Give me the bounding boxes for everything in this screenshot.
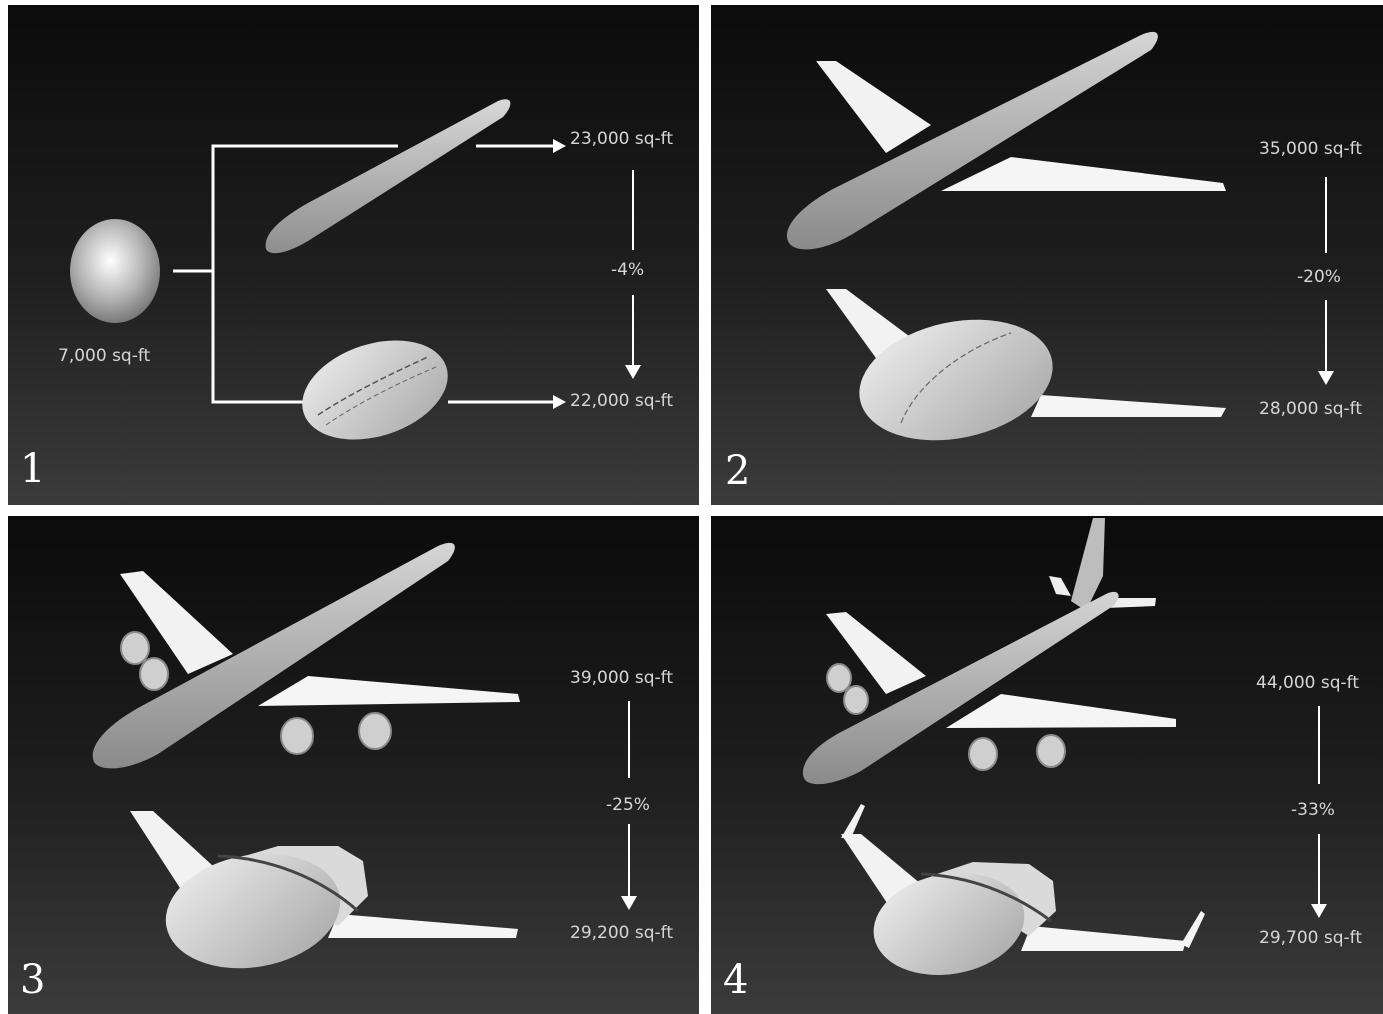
- bottom-area-label: 22,000 sq-ft: [570, 391, 673, 411]
- panel-1: 7,000 sq-ft 23,000 sq-ft -4% 22,000 sq-f…: [8, 5, 699, 505]
- top-area-label: 23,000 sq-ft: [570, 129, 673, 149]
- tube-fuselage-shape: [266, 99, 511, 253]
- bottom-area-label: 29,700 sq-ft: [1259, 928, 1362, 948]
- bottom-right-wing-shape: [328, 914, 518, 938]
- sphere-shape: [70, 219, 160, 323]
- change-percent-label: -25%: [606, 795, 650, 815]
- top-right-wing-shape: [941, 157, 1226, 191]
- top-left-wing-shape: [816, 61, 931, 153]
- change-percent-label: -4%: [611, 260, 644, 280]
- top-area-label: 39,000 sq-ft: [570, 668, 673, 688]
- panel-number: 1: [20, 449, 45, 489]
- source-area-label: 7,000 sq-ft: [58, 346, 150, 366]
- bottom-right-wing-shape: [1031, 395, 1226, 417]
- arrow-to-top-area: [553, 139, 566, 153]
- change-percent-label: -20%: [1297, 267, 1341, 287]
- top-area-label: 35,000 sq-ft: [1259, 139, 1362, 159]
- engines-left: [121, 632, 168, 690]
- panel-2: 35,000 sq-ft -20% 28,000 sq-ft 2: [711, 5, 1383, 505]
- winglet-left-shape: [841, 804, 865, 838]
- decrease-arrow: [621, 896, 637, 910]
- top-area-label: 44,000 sq-ft: [1256, 673, 1359, 693]
- top-fuselage-shape: [787, 32, 1158, 250]
- oval-fuselage-shape: [289, 323, 460, 457]
- panel-number: 3: [20, 960, 45, 1000]
- decrease-arrow: [1318, 371, 1334, 385]
- engines-right: [969, 735, 1065, 770]
- panel-1-illustration: [8, 5, 699, 505]
- top-right-wing-shape: [258, 676, 520, 706]
- winglet-right-shape: [1181, 911, 1205, 948]
- engines-right: [281, 713, 391, 754]
- panel-number: 2: [725, 451, 750, 491]
- bottom-right-wing-shape: [1021, 926, 1186, 951]
- engines-left: [827, 664, 868, 714]
- panel-3: 39,000 sq-ft -25% 29,200 sq-ft 3: [8, 516, 699, 1014]
- decrease-arrow: [625, 365, 641, 379]
- top-right-wing-shape: [946, 694, 1176, 728]
- decrease-arrow: [1311, 904, 1327, 918]
- panel-4: 44,000 sq-ft -33% 29,700 sq-ft 4: [711, 516, 1383, 1014]
- panel-number: 4: [723, 960, 748, 1000]
- panel-2-illustration: [711, 5, 1383, 505]
- arrow-to-bottom-area: [553, 395, 566, 409]
- bottom-area-label: 28,000 sq-ft: [1259, 399, 1362, 419]
- bottom-area-label: 29,200 sq-ft: [570, 923, 673, 943]
- change-percent-label: -33%: [1291, 800, 1335, 820]
- vertical-tail-shape: [1071, 518, 1105, 611]
